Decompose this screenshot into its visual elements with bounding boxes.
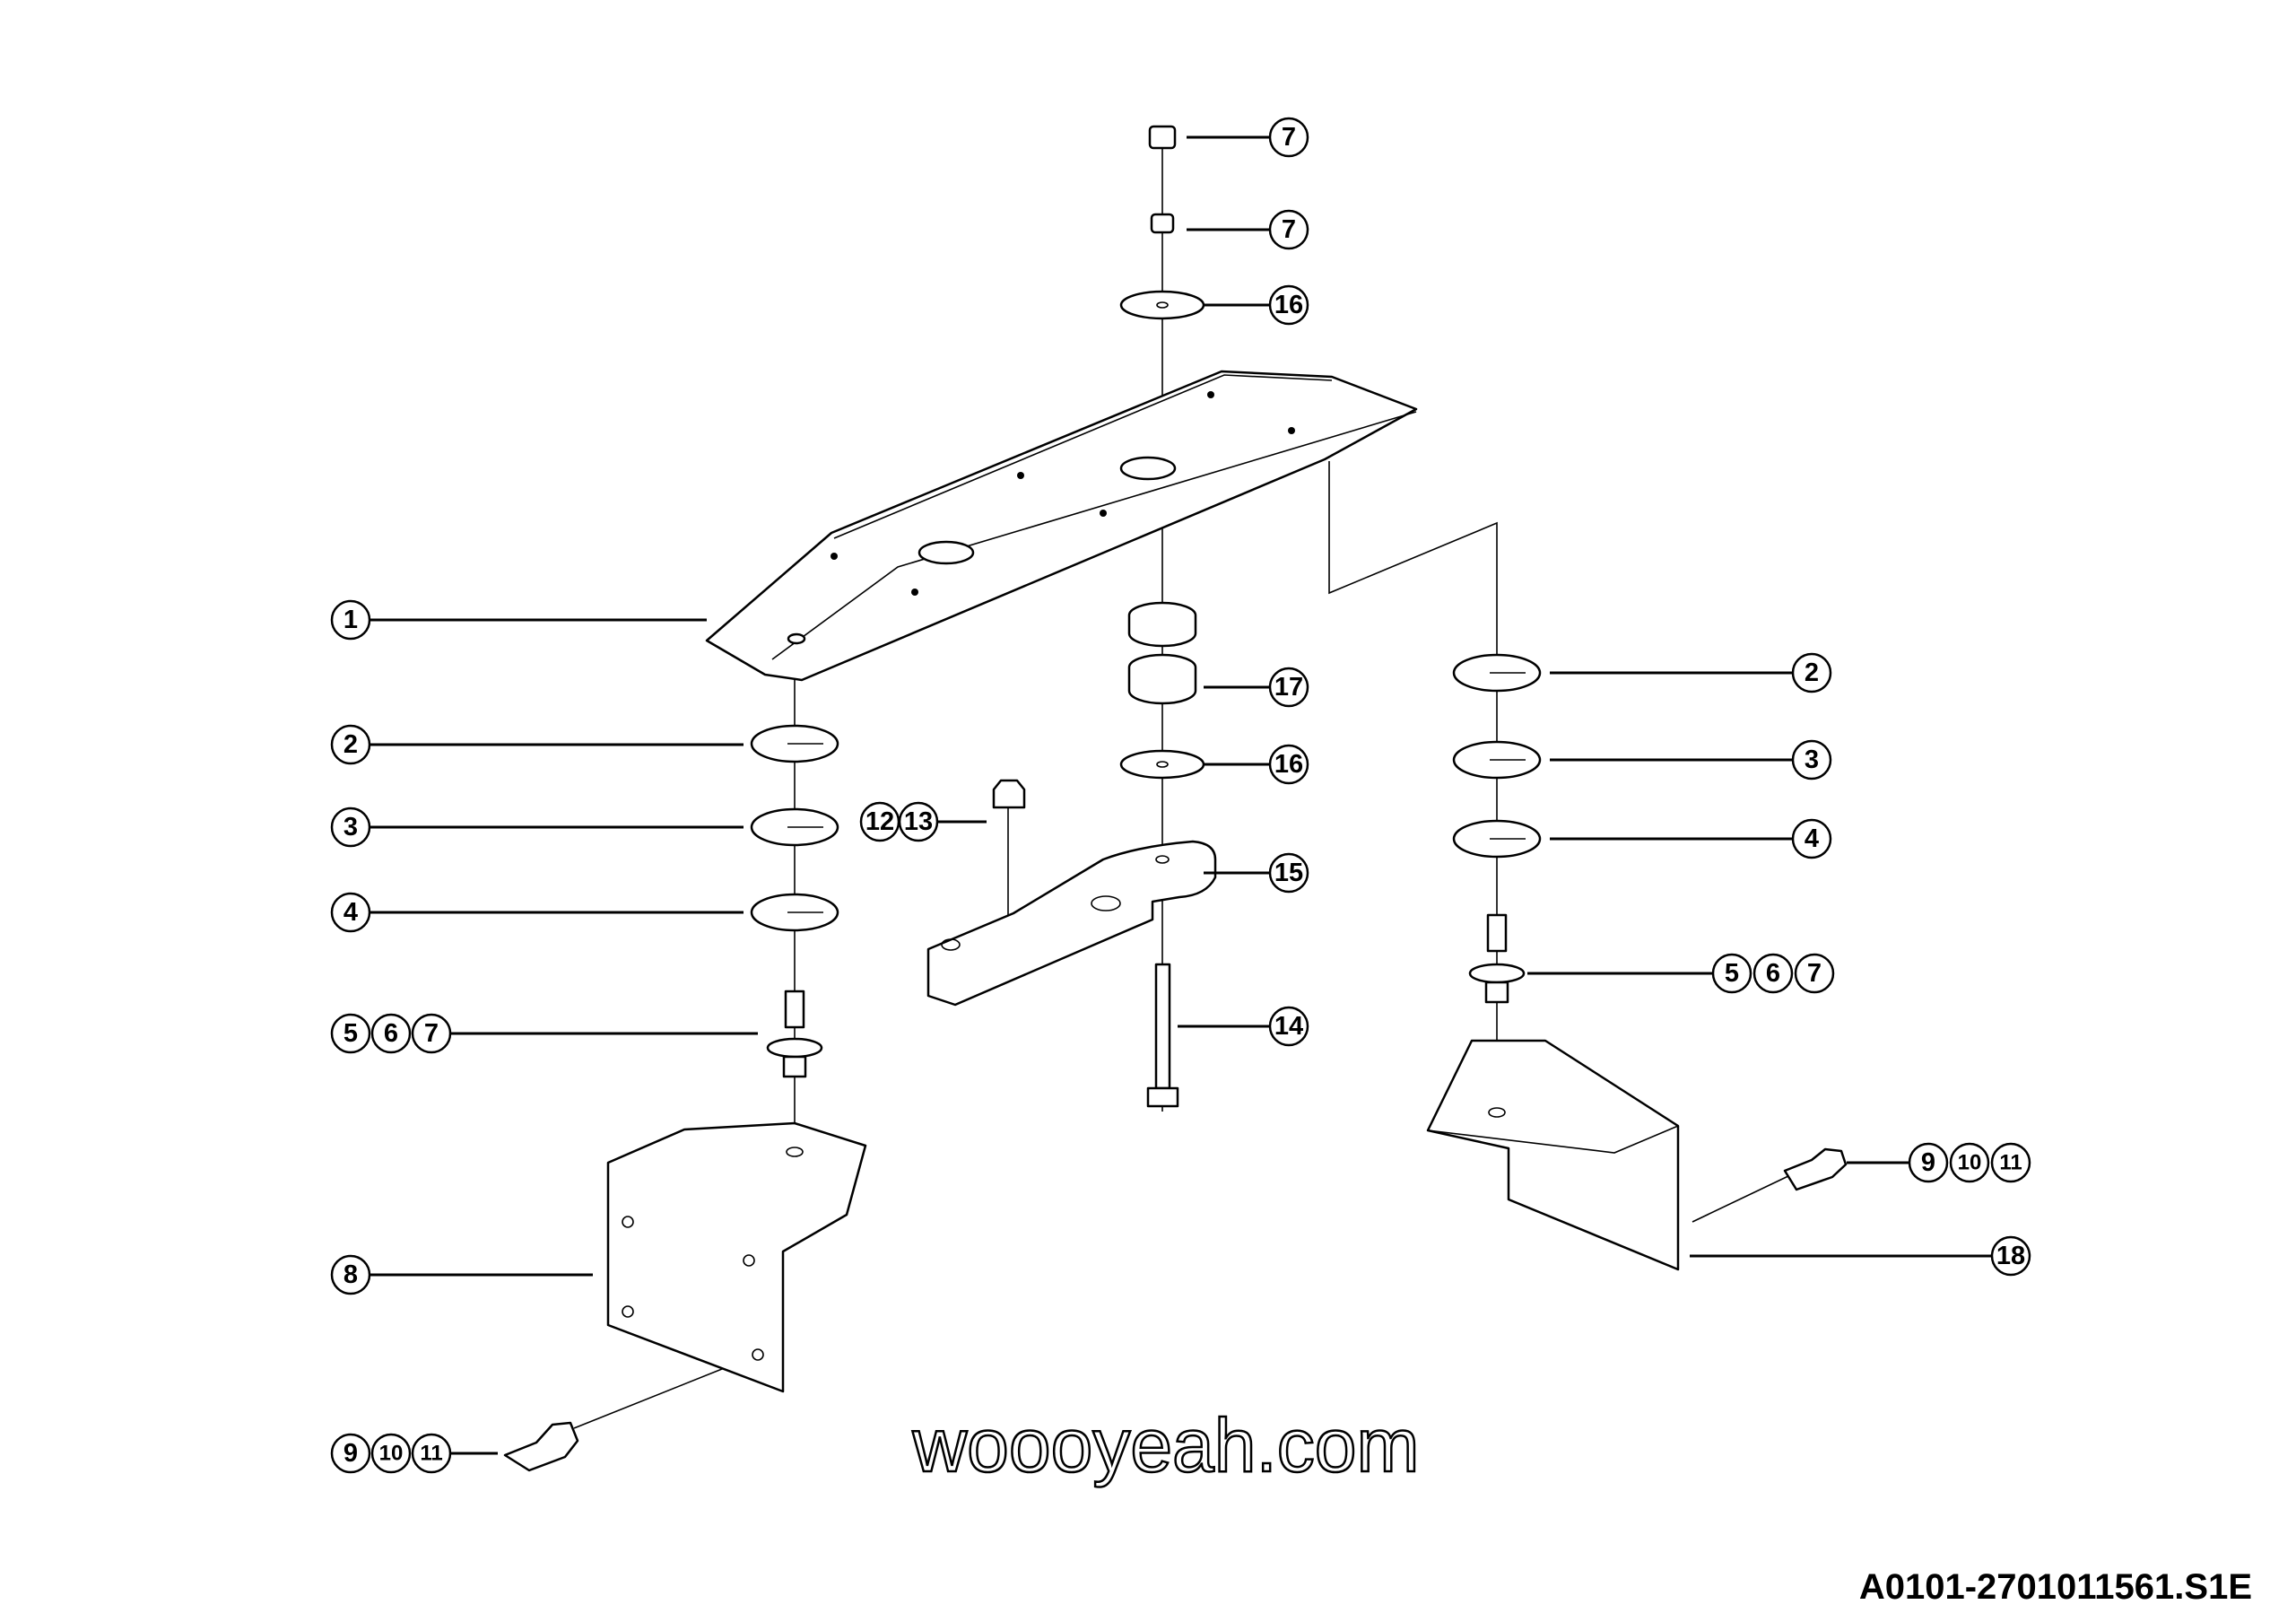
- callout-7-top: 7: [1268, 117, 1309, 158]
- callout-13: 13: [898, 801, 939, 842]
- svg-text:10: 10: [1958, 1151, 1982, 1175]
- svg-text:16: 16: [1274, 291, 1303, 319]
- callout-3-right: 3: [1791, 739, 1832, 780]
- svg-text:2: 2: [344, 730, 358, 759]
- svg-text:12: 12: [865, 807, 894, 836]
- callout-16-top: 16: [1268, 284, 1309, 326]
- svg-text:11: 11: [1999, 1151, 2022, 1175]
- drawing-code: A0101-2701011561.S1E: [1859, 1567, 2252, 1607]
- washer-16-top: [1119, 290, 1205, 320]
- center-stack: [926, 125, 1217, 1108]
- callout-2-right: 2: [1791, 652, 1832, 693]
- svg-text:6: 6: [1766, 959, 1780, 988]
- stud-5: [784, 990, 805, 1029]
- svg-text:17: 17: [1274, 673, 1303, 702]
- callout-11-left: 11: [411, 1433, 452, 1474]
- bracket-part-8: [606, 1121, 867, 1393]
- svg-text:15: 15: [1274, 859, 1303, 887]
- callout-15: 15: [1268, 852, 1309, 894]
- callout-7-left: 7: [411, 1013, 452, 1054]
- callout-5-left: 5: [330, 1013, 371, 1054]
- svg-text:5: 5: [1725, 959, 1739, 988]
- svg-text:14: 14: [1274, 1012, 1303, 1041]
- callout-6-right: 6: [1752, 953, 1794, 994]
- callout-7-lower: 7: [1268, 209, 1309, 250]
- callout-3-left: 3: [330, 807, 371, 848]
- callout-6-left: 6: [370, 1013, 412, 1054]
- bolt-9-left: [503, 1421, 579, 1472]
- svg-text:8: 8: [344, 1260, 358, 1289]
- svg-text:7: 7: [424, 1019, 439, 1048]
- left-stack: [503, 724, 867, 1472]
- bushing-17-upper: [1127, 601, 1197, 648]
- nut-7: [782, 1055, 807, 1078]
- callout-16-lower: 16: [1268, 744, 1309, 785]
- callout-17: 17: [1268, 667, 1309, 708]
- svg-text:16: 16: [1274, 750, 1303, 779]
- svg-text:4: 4: [1805, 824, 1819, 853]
- svg-text:7: 7: [1282, 215, 1296, 244]
- svg-text:10: 10: [379, 1442, 404, 1466]
- callout-2-left: 2: [330, 724, 371, 765]
- svg-text:13: 13: [904, 807, 933, 836]
- nut-7-top: [1148, 125, 1177, 150]
- rail-part-1: [705, 370, 1418, 682]
- svg-text:4: 4: [344, 898, 358, 927]
- bolt-12-head: [992, 779, 1026, 809]
- callout-10-right: 10: [1949, 1142, 1990, 1183]
- svg-text:7: 7: [1282, 123, 1296, 152]
- callout-14: 14: [1268, 1006, 1309, 1047]
- nut-7-lower: [1150, 213, 1175, 234]
- callout-7-right: 7: [1794, 953, 1835, 994]
- bushing-17-lower: [1127, 653, 1197, 705]
- callout-9-left: 9: [330, 1433, 371, 1474]
- washer-6: [766, 1037, 823, 1059]
- stud-5-right: [1486, 913, 1508, 953]
- callout-8: 8: [330, 1254, 371, 1295]
- callout-9-right: 9: [1908, 1142, 1949, 1183]
- leader-lines: [370, 135, 1992, 1455]
- svg-text:7: 7: [1807, 959, 1822, 988]
- callout-10-left: 10: [370, 1433, 412, 1474]
- svg-text:6: 6: [384, 1019, 398, 1048]
- callout-4-right: 4: [1791, 818, 1832, 859]
- link-part-15: [926, 840, 1217, 1007]
- bracket-part-18: [1426, 1039, 1680, 1271]
- svg-text:5: 5: [344, 1019, 358, 1048]
- right-stack: [1426, 653, 1848, 1271]
- svg-text:9: 9: [1921, 1148, 1935, 1177]
- callout-4-left: 4: [330, 892, 371, 933]
- svg-text:3: 3: [344, 813, 358, 842]
- svg-text:11: 11: [420, 1442, 442, 1466]
- callout-12: 12: [859, 801, 900, 842]
- bolt-9-right: [1783, 1147, 1848, 1191]
- callout-1: 1: [330, 599, 371, 641]
- callout-18: 18: [1990, 1235, 2031, 1277]
- svg-text:1: 1: [344, 606, 358, 634]
- svg-text:2: 2: [1805, 658, 1819, 687]
- watermark: woooyeah.com: [912, 1403, 1420, 1487]
- svg-text:3: 3: [1805, 746, 1819, 774]
- svg-text:18: 18: [1996, 1242, 2025, 1270]
- callout-5-right: 5: [1711, 953, 1752, 994]
- callout-11-right: 11: [1990, 1142, 2031, 1183]
- washer-16-lower: [1119, 749, 1205, 780]
- bolt-14: [1154, 963, 1171, 1090]
- svg-text:9: 9: [344, 1439, 358, 1468]
